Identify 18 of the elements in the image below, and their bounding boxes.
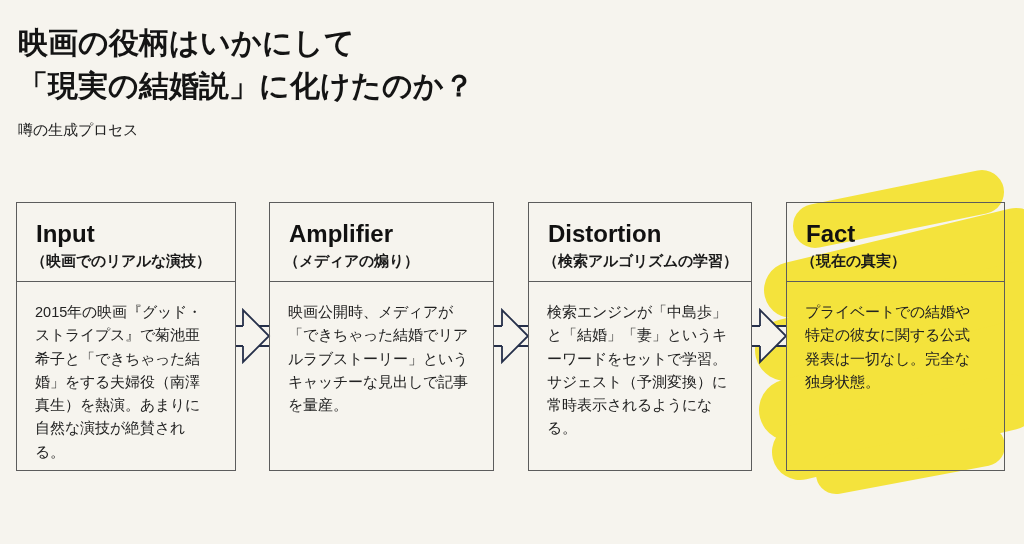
step-heading: Input [36, 219, 95, 249]
step-description: プライベートでの結婚や特定の彼女に関する公式発表は一切なし。完全な独身状態。 [805, 303, 971, 392]
title: 映画の役柄はいかにして「現実の結婚説」に化けたのか？ [18, 24, 475, 105]
step-description: 検索エンジンが「中島歩」と「結婚」「妻」というキーワードをセットで学習。サジェスト（予測変換）に常時表示されるようになる。 [547, 303, 727, 439]
process-box [269, 202, 494, 471]
step-subheading: （映画でのリアルな演技） [31, 252, 211, 271]
step-subheading: （検索アルゴリズムの学習） [543, 252, 738, 271]
step-subheading: （メディアの煽り） [284, 252, 419, 271]
process-box [786, 202, 1005, 471]
step-heading: Distortion [548, 219, 662, 249]
step-subheading: （現在の真実） [801, 252, 906, 271]
step-description: 2015年の映画『グッド・ストライプス』で菊池亜希子と「できちゃった結婚」をする夫婦役（南澤真生）を熱演。あまりに自然な演技が絶賛される。 [35, 303, 204, 462]
process-box [16, 202, 236, 471]
process-box [528, 202, 752, 471]
step-heading: Fact [806, 219, 856, 249]
step-heading: Amplifier [289, 219, 393, 249]
subtitle: 噂の生成プロセス [18, 120, 138, 140]
step-description: 映画公開時、メディアが「できちゃった結婚でリアルラブストーリー」というキャッチーな見出しで記事を量産。 [288, 303, 469, 416]
